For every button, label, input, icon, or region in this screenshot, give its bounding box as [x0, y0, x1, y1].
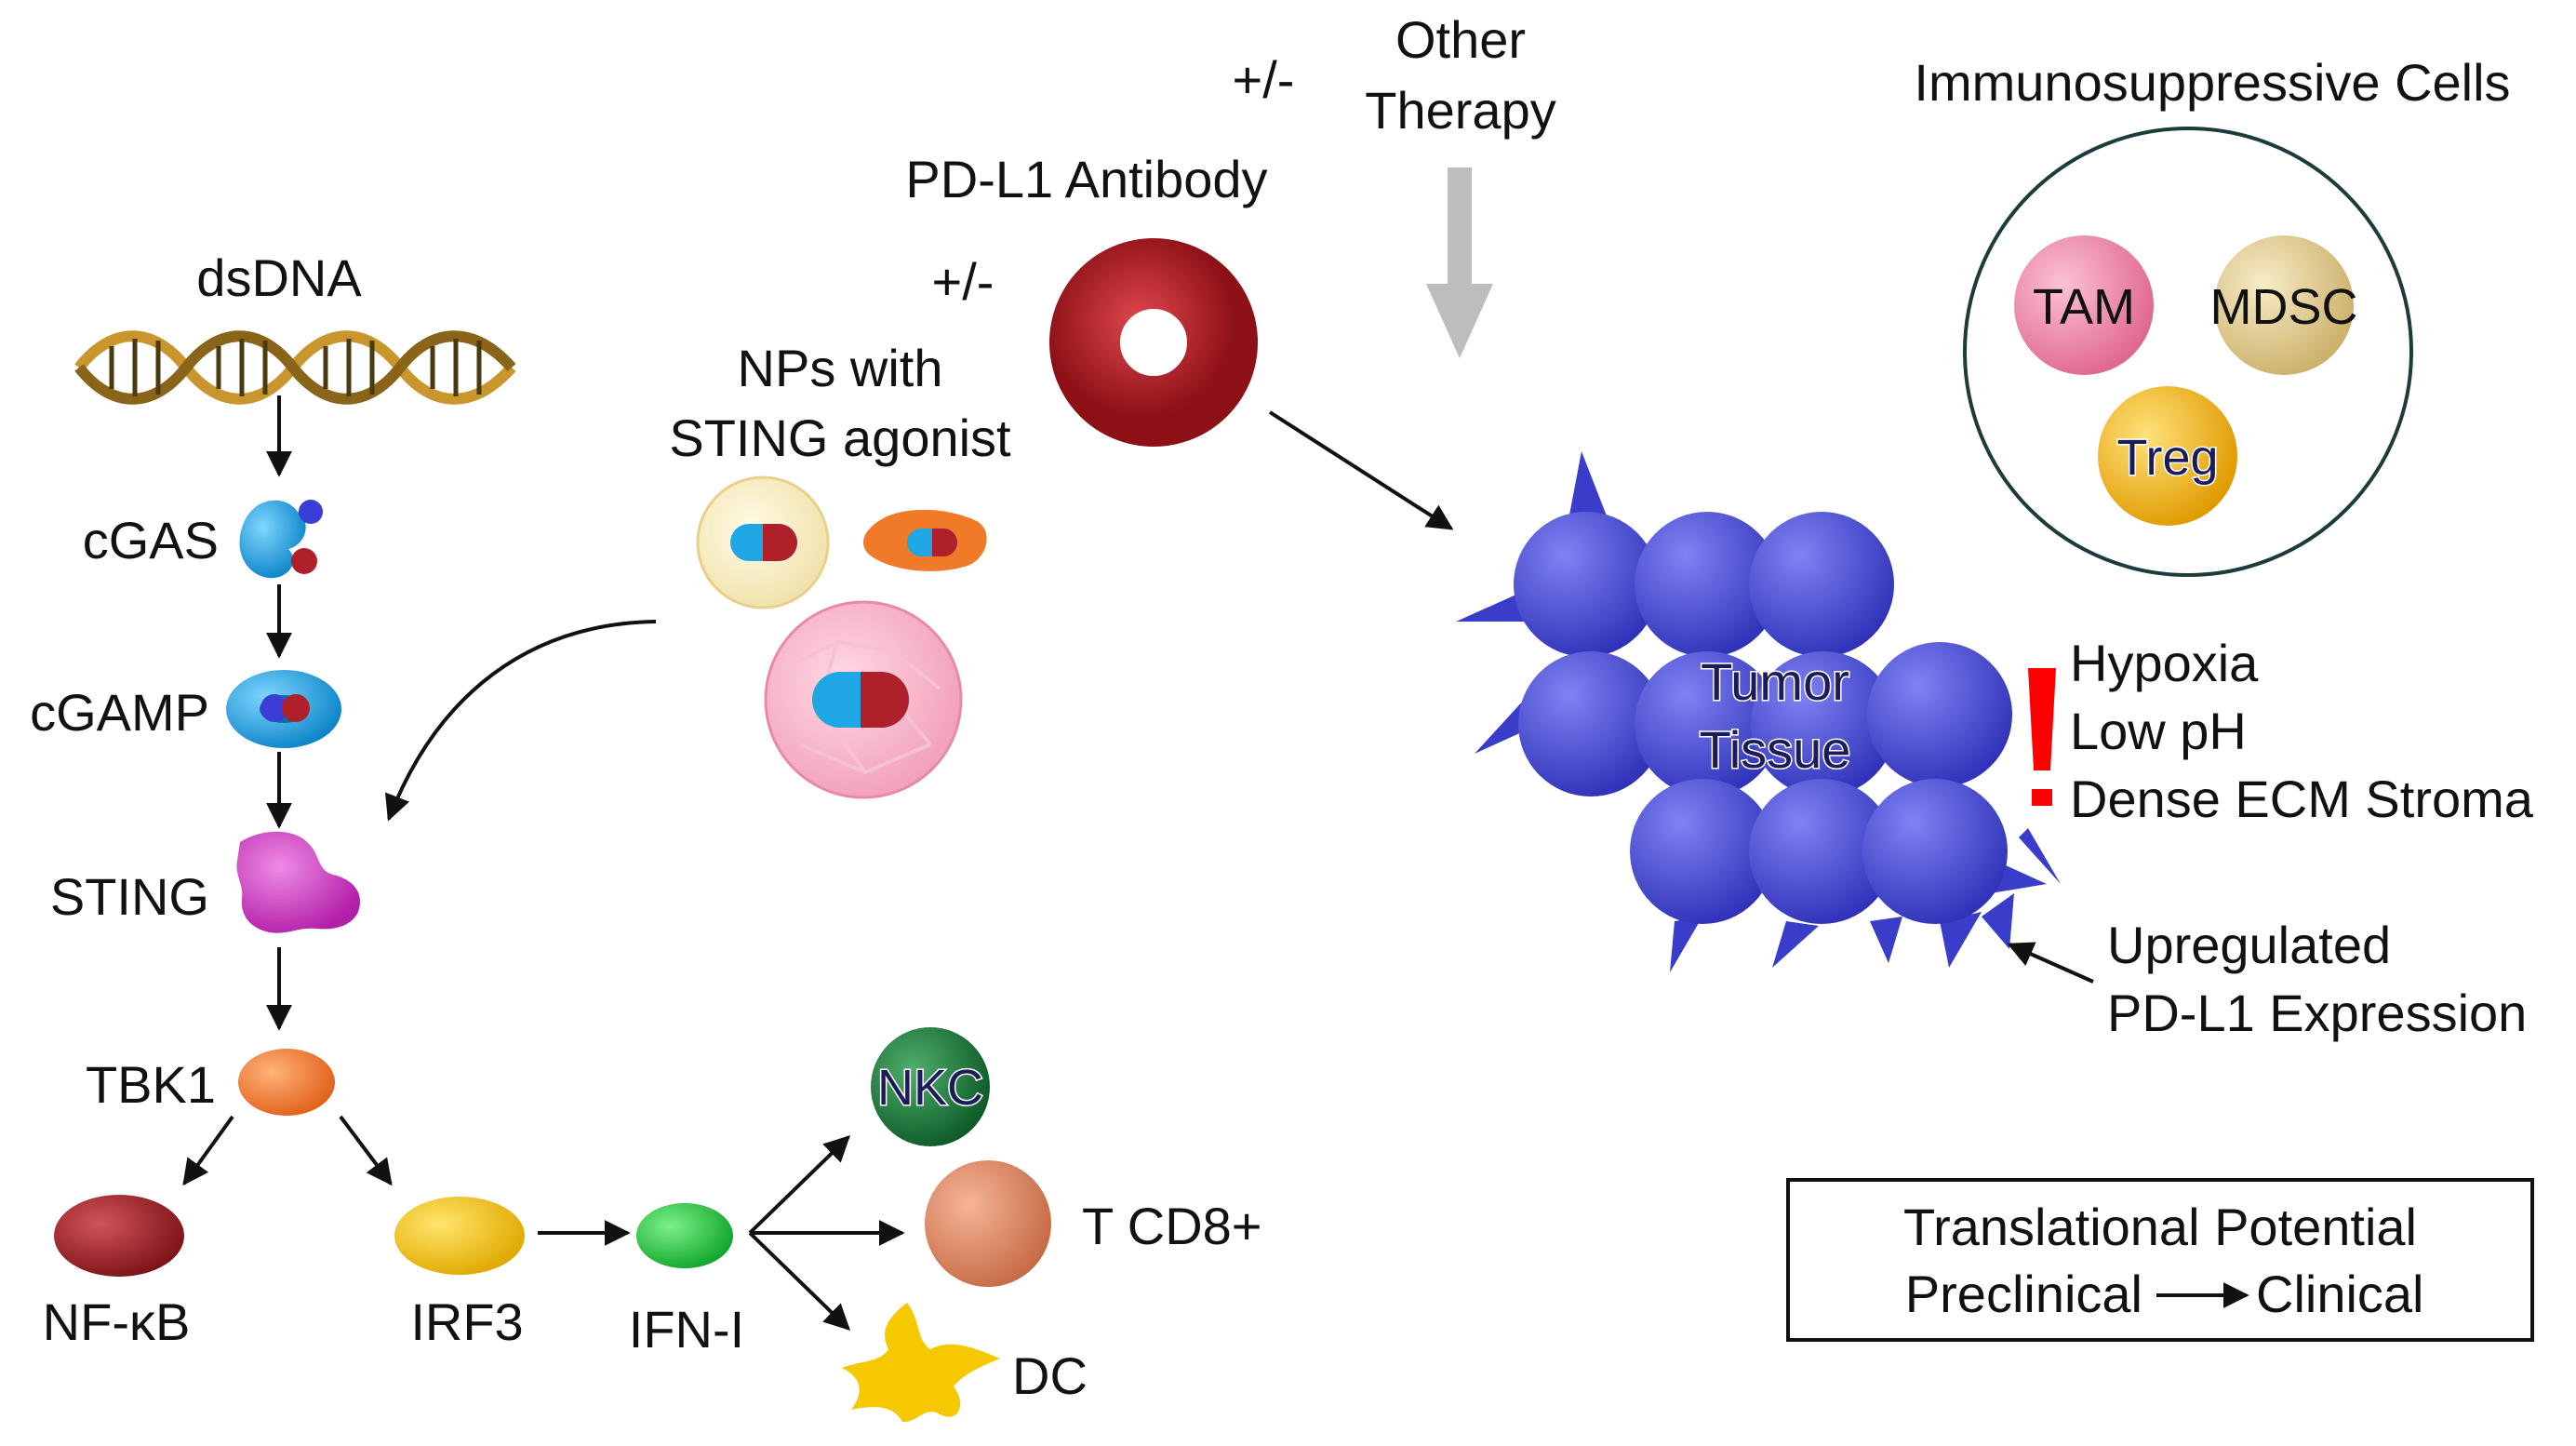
tam-cell-icon — [2014, 235, 2154, 375]
tumor-tissue-icon — [1456, 451, 2061, 972]
arrow-ifn-nkc — [748, 1135, 851, 1235]
treg-cell-icon — [2098, 386, 2237, 526]
treg-label: Treg — [2116, 430, 2218, 486]
preclinical-label: Preclinical — [1905, 1265, 2142, 1323]
other-therapy-label-line1: Other — [1395, 10, 1526, 69]
cgas-label: cGAS — [83, 511, 219, 569]
dense-ecm-label: Dense ECM Stroma — [2070, 770, 2534, 828]
nkc-cell-icon — [871, 1027, 990, 1146]
translational-potential-box — [1786, 1178, 2534, 1342]
other-therapy-arrow-icon — [1426, 167, 1493, 358]
arrow-tbk1-irf3 — [339, 1115, 393, 1186]
arrow-upregulated-pdl1 — [2007, 942, 2094, 984]
arrow-ifn-dc — [748, 1231, 851, 1331]
arrow-nps-sting — [385, 620, 657, 822]
nfkb-label: NF-κB — [43, 1292, 191, 1351]
arrow-tbk1-nfkb — [182, 1115, 234, 1186]
plusminus-lower-label: +/- — [932, 252, 994, 311]
mdsc-label: MDSC — [2210, 279, 2358, 335]
nfkb-protein-icon — [54, 1195, 184, 1277]
nanoparticle-irregular-icon — [863, 509, 987, 571]
nps-label-line2: STING agonist — [669, 408, 1011, 467]
pdl1-antibody-label: PD-L1 Antibody — [905, 150, 1267, 208]
cgamp-molecule-icon — [226, 670, 341, 748]
tam-label: TAM — [2033, 279, 2135, 335]
translational-potential-label: Translational Potential — [1903, 1198, 2417, 1256]
cgas-protein-icon — [239, 500, 323, 579]
warning-exclamation-icon — [2028, 668, 2056, 806]
dc-label: DC — [1012, 1346, 1088, 1405]
sting-label: STING — [50, 867, 209, 926]
nanoparticle-liposome-icon — [696, 475, 830, 609]
tumor-tissue-label-line2: Tissue — [1700, 720, 1851, 779]
low-ph-label: Low pH — [2070, 702, 2247, 760]
tcd8-cell-icon — [925, 1160, 1051, 1287]
immunosuppressive-title: Immunosuppressive Cells — [1914, 53, 2510, 112]
pdl1-antibody-donut-icon — [1049, 238, 1258, 447]
dc-cell-icon — [842, 1303, 1000, 1423]
tumor-tissue-label-line1: Tumor — [1701, 652, 1849, 711]
mdsc-cell-icon — [2214, 235, 2354, 375]
sting-protein-icon — [236, 831, 360, 933]
upregulated-label-line1: Upregulated — [2107, 916, 2391, 974]
arrow-antibody-tumor — [1268, 410, 1454, 530]
nanoparticle-polyhedral-icon — [764, 600, 963, 799]
ifn-label: IFN-I — [629, 1300, 744, 1359]
dsdna-label: dsDNA — [196, 248, 362, 307]
plusminus-upper-label: +/- — [1233, 50, 1295, 109]
hypoxia-label: Hypoxia — [2070, 634, 2259, 692]
tcd8-label: T CD8+ — [1082, 1197, 1261, 1255]
dsdna-helix-icon — [74, 330, 516, 405]
nkc-label: NKC — [877, 1060, 983, 1116]
tbk1-protein-icon — [238, 1049, 335, 1116]
nps-label-line1: NPs with — [738, 339, 943, 397]
tbk1-label: TBK1 — [86, 1055, 216, 1114]
cgamp-label: cGAMP — [30, 683, 209, 742]
irf3-protein-icon — [394, 1197, 525, 1275]
other-therapy-label-line2: Therapy — [1365, 81, 1555, 140]
upregulated-label-line2: PD-L1 Expression — [2107, 984, 2527, 1042]
clinical-label: Clinical — [2256, 1265, 2424, 1323]
ifn-molecule-icon — [636, 1203, 733, 1268]
irf3-label: IRF3 — [410, 1292, 523, 1351]
